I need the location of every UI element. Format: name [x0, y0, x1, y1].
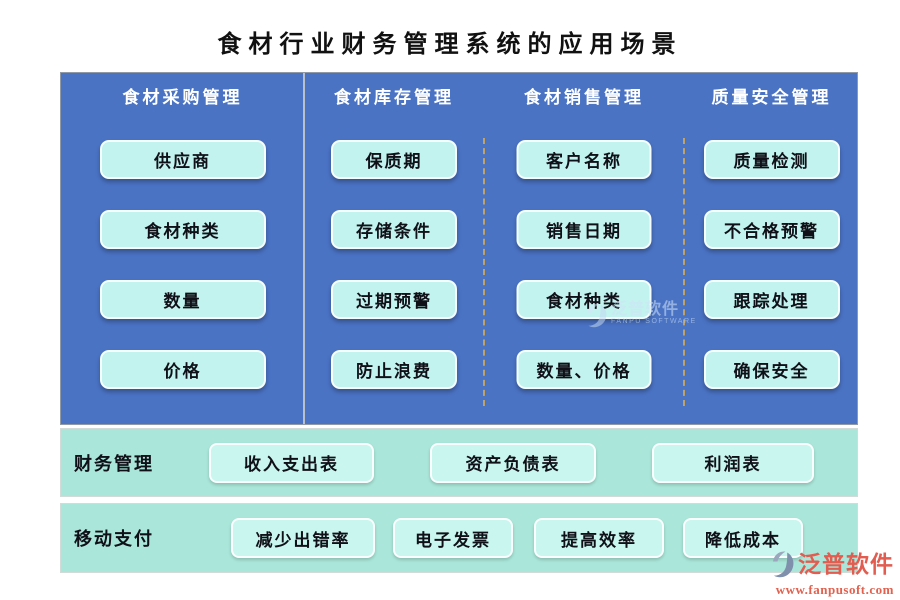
button-supplier[interactable]: 供应商	[99, 140, 266, 179]
button-quality-inspection[interactable]: 质量检测	[703, 140, 840, 179]
button-quantity[interactable]: 数量	[99, 280, 266, 319]
page-title: 食材行业财务管理系统的应用场景	[217, 32, 683, 58]
main-panel: 食材采购管理 供应商 食材种类 数量 价格 食材库存管理 保质期 存储条件 过期…	[60, 72, 858, 425]
button-safety-assurance[interactable]: 确保安全	[703, 350, 840, 389]
button-customer-name[interactable]: 客户名称	[516, 140, 652, 179]
button-profit-report[interactable]: 利润表	[652, 442, 814, 483]
column-header-procurement: 食材采购管理	[122, 88, 243, 107]
watermark-corner: 泛普软件 www.fanpusoft.com	[766, 549, 894, 598]
watermark-brand-text: 泛普软件	[798, 552, 894, 577]
column-header-quality: 质量安全管理	[711, 88, 832, 107]
finance-row: 财务管理 收入支出表 资产负债表 利润表	[60, 428, 858, 497]
fanpu-logo-icon	[773, 551, 794, 578]
button-cost-reduction[interactable]: 降低成本	[683, 518, 803, 558]
column-divider-dashed	[483, 138, 485, 406]
button-storage-condition[interactable]: 存储条件	[331, 210, 457, 249]
button-e-invoice[interactable]: 电子发票	[393, 518, 513, 558]
button-efficiency[interactable]: 提高效率	[534, 518, 664, 558]
button-sales-ingredient-type[interactable]: 食材种类	[516, 280, 652, 319]
column-divider-dashed	[683, 138, 685, 406]
button-ingredient-type[interactable]: 食材种类	[99, 210, 266, 249]
column-header-inventory: 食材库存管理	[334, 88, 454, 107]
column-quality: 质量安全管理 质量检测 不合格预警 跟踪处理 确保安全	[684, 73, 859, 424]
row-label-mobile-payment: 移动支付	[74, 529, 154, 549]
button-sales-date[interactable]: 销售日期	[516, 210, 652, 249]
column-procurement: 食材采购管理 供应商 食材种类 数量 价格	[61, 73, 304, 424]
button-shelf-life[interactable]: 保质期	[331, 140, 457, 179]
button-quantity-price[interactable]: 数量、价格	[516, 350, 652, 389]
column-divider-solid	[303, 73, 305, 424]
button-tracking-handling[interactable]: 跟踪处理	[703, 280, 840, 319]
button-price[interactable]: 价格	[99, 350, 266, 389]
column-sales: 食材销售管理 客户名称 销售日期 食材种类 数量、价格	[484, 73, 684, 424]
row-label-finance: 财务管理	[74, 453, 154, 474]
column-inventory: 食材库存管理 保质期 存储条件 过期预警 防止浪费	[304, 73, 484, 424]
button-balance-sheet[interactable]: 资产负债表	[430, 442, 596, 483]
mobile-payment-row: 移动支付 减少出错率 电子发票 提高效率 降低成本	[60, 503, 858, 573]
button-fail-warning[interactable]: 不合格预警	[703, 210, 840, 249]
button-error-reduction[interactable]: 减少出错率	[231, 518, 375, 558]
button-income-expense-report[interactable]: 收入支出表	[209, 442, 374, 483]
button-waste-prevention[interactable]: 防止浪费	[331, 350, 457, 389]
column-header-sales: 食材销售管理	[524, 88, 644, 107]
button-expiry-warning[interactable]: 过期预警	[331, 280, 457, 319]
watermark-url-text: www.fanpusoft.com	[775, 582, 894, 597]
